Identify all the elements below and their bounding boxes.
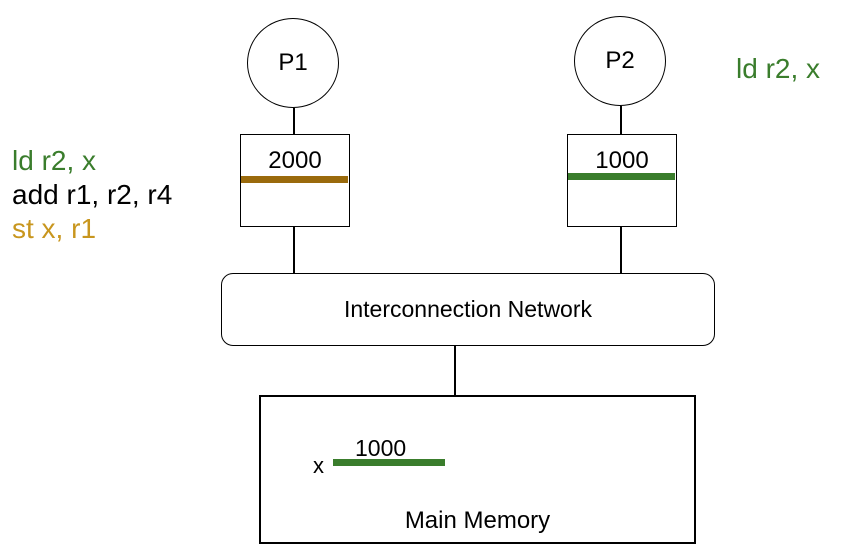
network-to-memory-link [454,346,456,395]
memory-var-value: 1000 [355,435,407,461]
code-p1: ld r2, x add r1, r2, r4 st x, r1 [12,144,172,246]
memory-x-line [333,459,445,466]
code-p2-load: ld r2, x [736,53,821,84]
processor-p1-label: P1 [278,49,308,76]
memory-var-name: x [313,453,324,478]
processor-p1: P1 [247,18,339,108]
p2-to-cache-link [620,106,622,134]
cache-p1-to-network-link [293,227,295,273]
code-p1-load: ld r2, x [12,145,97,176]
code-p1-store: st x, r1 [12,213,97,244]
cache-p2-to-network-link [620,227,622,273]
cache-p1-value: 2000 [268,147,322,174]
cache-p2: 1000 [567,134,677,227]
p1-to-cache-link [293,108,295,134]
cache-p1: 2000 [240,134,350,227]
cache-p2-value: 1000 [595,147,649,174]
memory-label: Main Memory [404,507,551,534]
main-memory: x 1000 Main Memory [259,395,696,544]
cache-p2-line [568,173,675,180]
interconnection-network: Interconnection Network [221,273,715,346]
network-label: Interconnection Network [343,296,592,322]
processor-p2: P2 [574,16,666,106]
cache-p1-line [241,176,348,183]
code-p1-add: add r1, r2, r4 [12,179,173,210]
processor-p2-label: P2 [605,47,635,74]
code-p2: ld r2, x [736,52,820,86]
